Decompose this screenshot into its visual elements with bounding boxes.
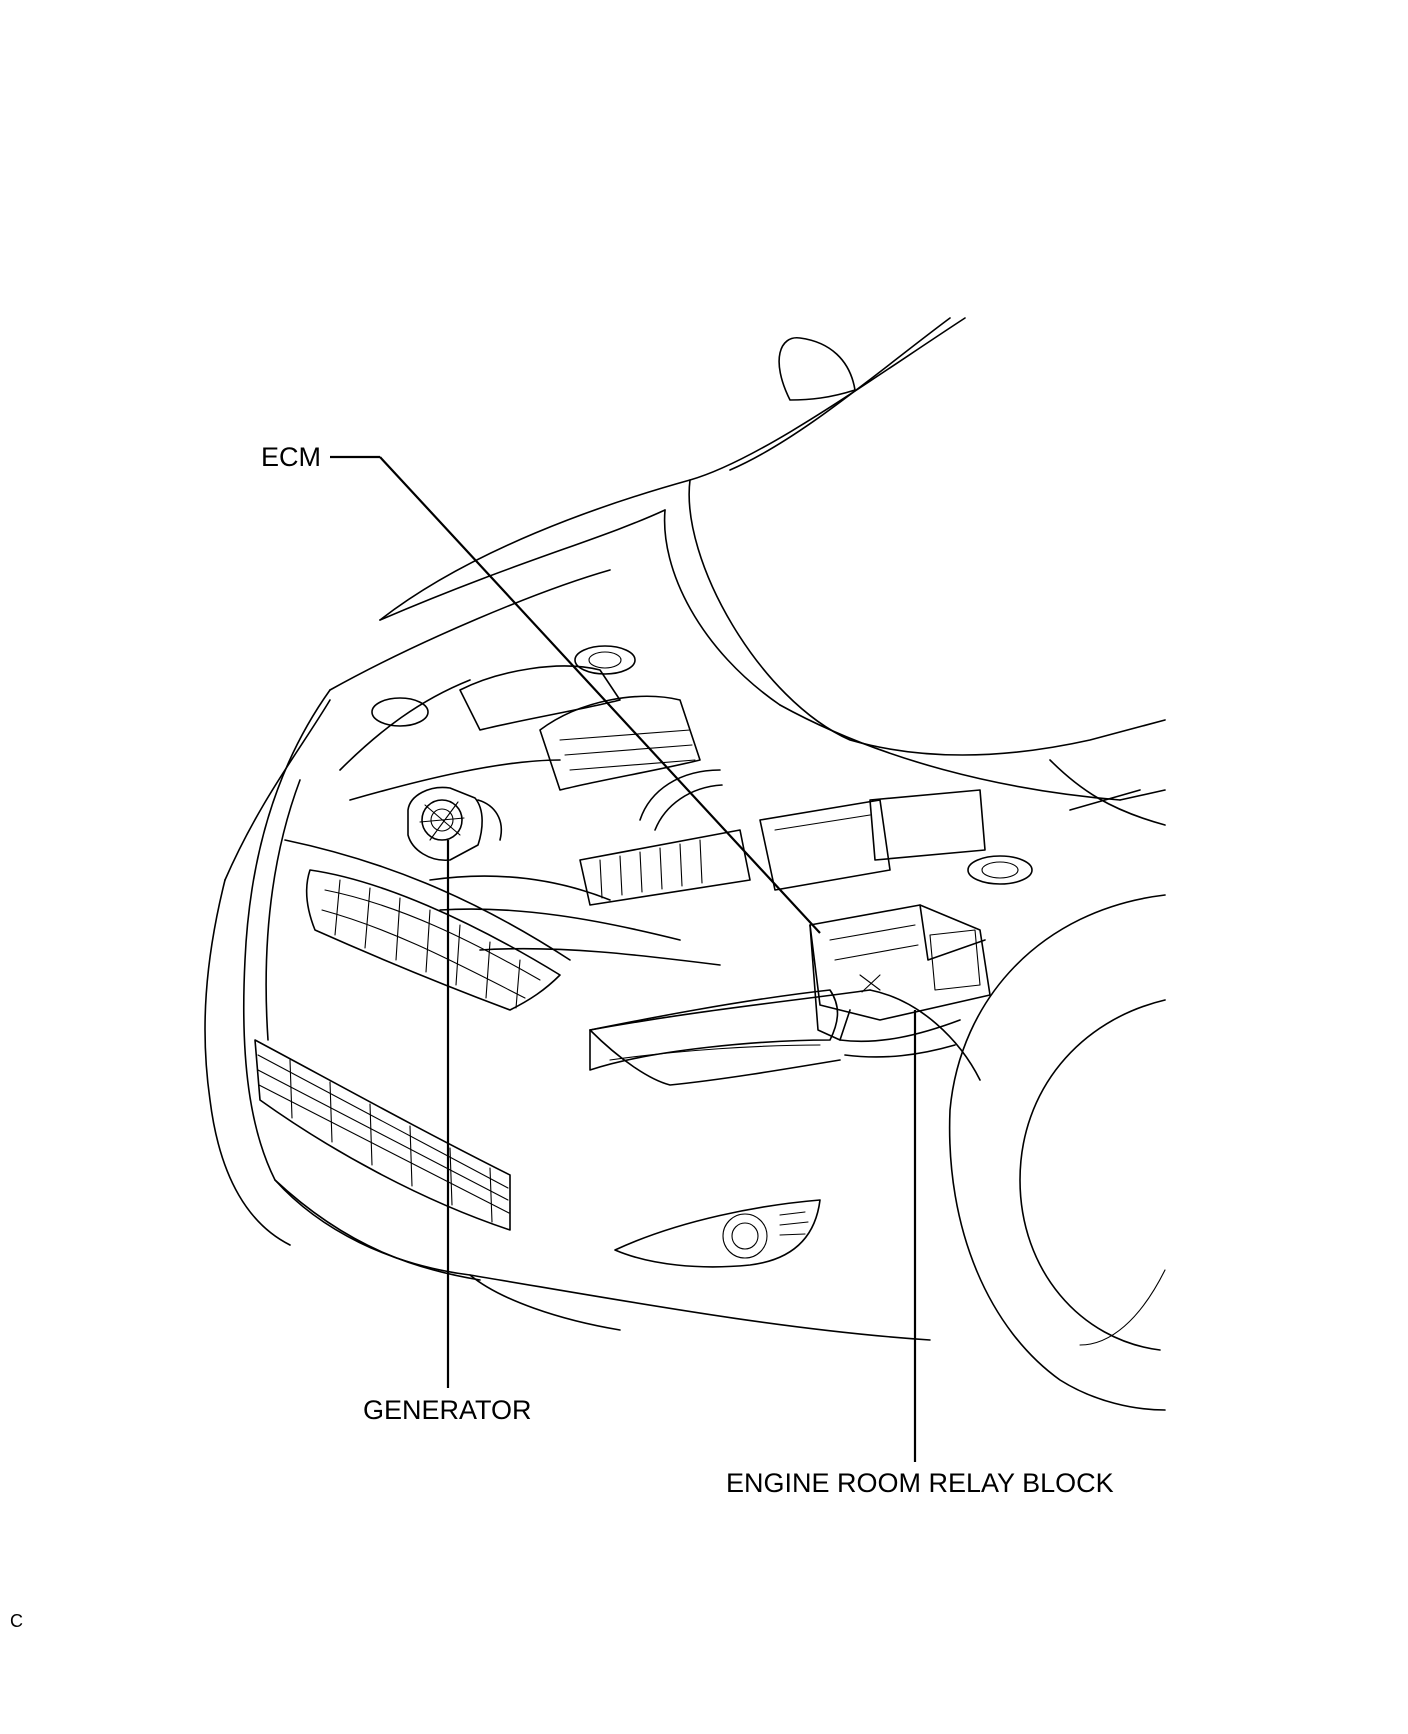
- relay-block-label: ENGINE ROOM RELAY BLOCK: [726, 1468, 1114, 1498]
- engine-bay: [339, 645, 1033, 966]
- corner-mark: C: [10, 1611, 23, 1631]
- ecm-label: ECM: [261, 442, 321, 472]
- relay-block-component: [809, 904, 991, 1058]
- ecm-leader-line-diagonal: [379, 456, 821, 934]
- generator-label: GENERATOR: [363, 1395, 532, 1425]
- lower-grille: [254, 1039, 511, 1231]
- generator-component: [407, 786, 502, 861]
- car-body-outline: [204, 317, 1166, 1411]
- upper-grille: [284, 839, 571, 1011]
